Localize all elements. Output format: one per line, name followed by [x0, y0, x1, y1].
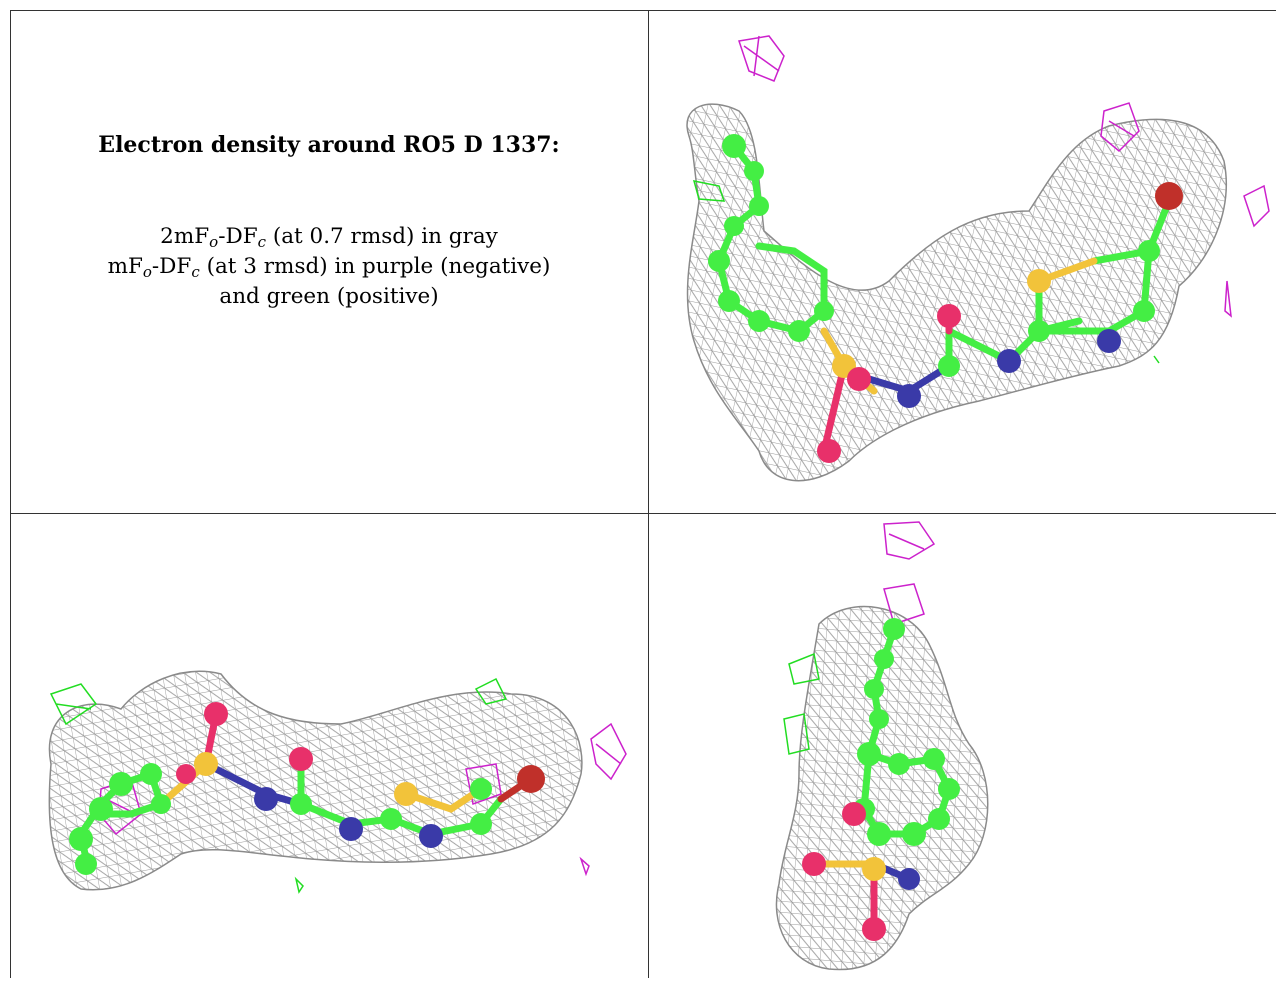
figure-grid: Electron density around RO5 D 1337: 2mFo… — [10, 10, 1276, 978]
mesh-2fofc — [775, 605, 989, 971]
mesh-positive — [692, 180, 1160, 364]
mesh-2fofc — [48, 670, 583, 891]
legend-description: 2mFo-DFc (at 0.7 rmsd) in gray mFo-DFc (… — [108, 222, 551, 312]
grid-line-left — [10, 10, 11, 978]
mesh-negative — [883, 521, 936, 625]
mesh-positive — [49, 677, 508, 894]
legend-line-2fofc: 2mFo-DFc (at 0.7 rmsd) in gray — [160, 224, 498, 251]
density-view-front — [686, 35, 1270, 482]
density-panel-top-right — [649, 11, 1276, 513]
ligand-atoms — [69, 702, 545, 875]
density-view-side — [48, 670, 627, 894]
density-panel-bottom-left — [11, 514, 648, 978]
legend-title: Electron density around RO5 D 1337: — [98, 132, 560, 158]
legend-line-fofc: mFo-DFc (at 3 rmsd) in purple (negative) — [107, 254, 551, 281]
ligand-atoms — [708, 134, 1183, 463]
density-view-end — [775, 521, 989, 971]
mesh-2fofc — [686, 103, 1227, 482]
grid-line-middle — [648, 10, 649, 978]
legend-panel: Electron density around RO5 D 1337: 2mFo… — [10, 10, 648, 513]
grid-line-center — [10, 513, 1276, 514]
ligand-atoms — [802, 618, 960, 941]
legend-line-positive: and green (positive) — [219, 284, 439, 309]
density-panel-bottom-right — [649, 514, 1276, 978]
mesh-negative — [738, 35, 1270, 318]
mesh-positive — [783, 652, 820, 755]
grid-line-top — [10, 10, 1276, 11]
